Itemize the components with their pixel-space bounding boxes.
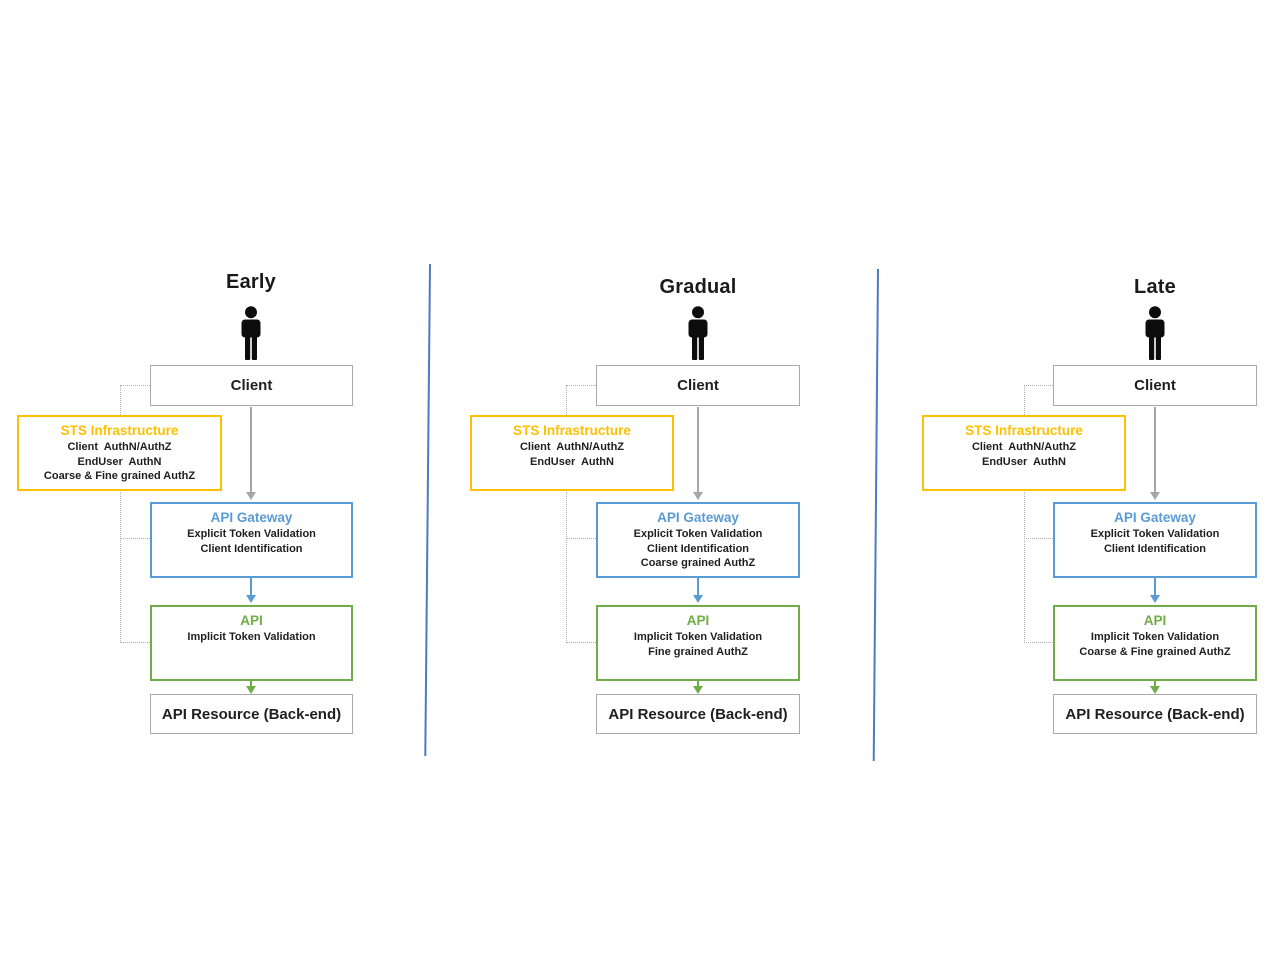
dotted-connector-vertical bbox=[1024, 385, 1025, 643]
dotted-connector-to-api bbox=[1024, 642, 1053, 643]
box-line: Coarse & Fine grained AuthZ bbox=[1079, 645, 1231, 658]
arrowhead-gray-icon bbox=[692, 492, 703, 500]
box-line: Client Identification bbox=[1103, 542, 1207, 555]
box-line: Coarse grained AuthZ bbox=[640, 557, 756, 569]
api-resource-box: API Resource (Back-end) bbox=[150, 694, 353, 734]
sts-title: STS Infrastructure bbox=[965, 423, 1083, 438]
arrowhead-gray-icon bbox=[1149, 492, 1160, 500]
box-line: Client Identification bbox=[646, 542, 750, 555]
box-line: Client AuthN/AuthZ bbox=[971, 441, 1077, 453]
sts-infrastructure-box: STS Infrastructure Client AuthN/AuthZ End… bbox=[922, 415, 1126, 491]
arrow-client-to-gateway bbox=[1154, 407, 1156, 493]
dotted-connector-to-api bbox=[566, 642, 596, 643]
client-box: Client bbox=[1053, 365, 1257, 406]
client-box: Client bbox=[596, 365, 800, 406]
dotted-connector-to-client bbox=[120, 385, 150, 386]
api-title: API bbox=[240, 613, 263, 628]
arrow-gateway-to-api bbox=[250, 578, 252, 596]
client-label: Client bbox=[230, 377, 273, 394]
api-resource-box: API Resource (Back-end) bbox=[1053, 694, 1257, 734]
sts-lines: Client AuthN/AuthZ EndUser AuthN Coarse & … bbox=[19, 440, 220, 484]
arrowhead-blue-icon bbox=[1149, 595, 1160, 603]
column-title: Late bbox=[1134, 276, 1176, 298]
arrowhead-blue-icon bbox=[245, 595, 256, 603]
api-resource-label: API Resource (Back-end) bbox=[1065, 705, 1245, 723]
sts-lines: Client AuthN/AuthZ EndUser AuthN bbox=[924, 440, 1124, 469]
client-label: Client bbox=[1134, 377, 1176, 394]
arrowhead-gray-icon bbox=[245, 492, 256, 500]
dotted-connector-to-client bbox=[1024, 385, 1053, 386]
box-line: Explicit Token Validation bbox=[1090, 528, 1220, 540]
box-line: Implicit Token Validation bbox=[187, 631, 316, 643]
client-box: Client bbox=[150, 365, 353, 406]
column-title: Early bbox=[226, 271, 276, 293]
person-icon bbox=[1138, 306, 1172, 361]
box-line: Implicit Token Validation bbox=[1090, 631, 1220, 643]
arrow-api-to-resource bbox=[697, 681, 699, 687]
dotted-connector-to-api bbox=[120, 642, 150, 643]
person-icon bbox=[234, 306, 268, 361]
arrow-gateway-to-api bbox=[697, 578, 699, 596]
dotted-connector-to-gateway bbox=[120, 538, 150, 539]
arrowhead-blue-icon bbox=[692, 595, 703, 603]
api-title: API bbox=[686, 613, 710, 628]
box-line: EndUser AuthN bbox=[530, 455, 614, 468]
api-box: API Implicit Token Validation bbox=[150, 605, 353, 681]
api-gateway-title: API Gateway bbox=[1114, 510, 1196, 525]
column-title: Gradual bbox=[659, 276, 737, 298]
arrow-api-to-resource bbox=[1154, 681, 1156, 687]
dotted-connector-vertical bbox=[566, 385, 567, 643]
api-title: API bbox=[1143, 613, 1167, 628]
api-gateway-title: API Gateway bbox=[657, 510, 739, 525]
arrow-gateway-to-api bbox=[1154, 578, 1156, 596]
sts-infrastructure-box: STS Infrastructure Client AuthN/AuthZ End… bbox=[17, 415, 222, 491]
dotted-connector-to-gateway bbox=[1024, 538, 1053, 539]
box-line: Coarse & Fine grained AuthZ bbox=[43, 470, 196, 482]
api-resource-box: API Resource (Back-end) bbox=[596, 694, 800, 734]
box-line: Fine grained AuthZ bbox=[648, 645, 748, 658]
api-gateway-title: API Gateway bbox=[210, 510, 293, 525]
arrow-api-to-resource bbox=[250, 681, 252, 687]
api-lines: Implicit Token Validation bbox=[152, 630, 351, 645]
box-line: Explicit Token Validation bbox=[187, 528, 316, 540]
box-line: EndUser AuthN bbox=[77, 455, 162, 468]
arrowhead-green-icon bbox=[245, 686, 256, 694]
arrow-client-to-gateway bbox=[697, 407, 699, 493]
dotted-connector-vertical bbox=[120, 385, 121, 643]
person-icon bbox=[681, 306, 715, 361]
box-line: Client AuthN/AuthZ bbox=[519, 441, 625, 453]
arrowhead-green-icon bbox=[1149, 686, 1160, 694]
box-line: Explicit Token Validation bbox=[633, 528, 763, 540]
sts-lines: Client AuthN/AuthZ EndUser AuthN bbox=[472, 440, 672, 469]
sts-infrastructure-box: STS Infrastructure Client AuthN/AuthZ End… bbox=[470, 415, 674, 491]
box-line: Implicit Token Validation bbox=[633, 631, 763, 643]
box-line: Client Identification bbox=[200, 542, 303, 555]
box-line: Client AuthN/AuthZ bbox=[67, 441, 172, 453]
sts-title: STS Infrastructure bbox=[513, 423, 631, 438]
sts-title: STS Infrastructure bbox=[60, 423, 179, 438]
api-resource-label: API Resource (Back-end) bbox=[161, 705, 342, 723]
arrowhead-green-icon bbox=[692, 686, 703, 694]
api-resource-label: API Resource (Back-end) bbox=[608, 705, 788, 723]
dotted-connector-to-gateway bbox=[566, 538, 596, 539]
dotted-connector-to-client bbox=[566, 385, 596, 386]
client-label: Client bbox=[677, 377, 719, 394]
box-line: EndUser AuthN bbox=[982, 455, 1066, 468]
arrow-client-to-gateway bbox=[250, 407, 252, 493]
